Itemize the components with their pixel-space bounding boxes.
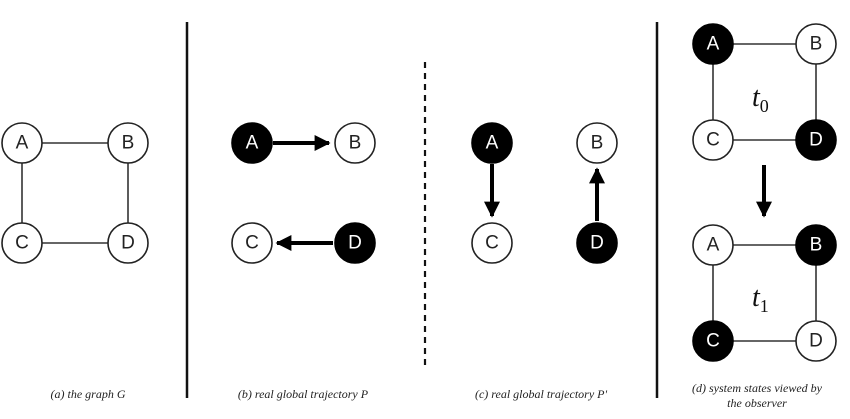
node-d: D	[795, 119, 837, 161]
node-b: B	[795, 224, 837, 266]
svg-text:B: B	[810, 235, 823, 256]
node-c: C	[692, 320, 734, 362]
svg-text:D: D	[348, 233, 362, 254]
node-a: A	[692, 23, 734, 65]
time-label-t1: t1	[752, 282, 769, 316]
node-c: C	[471, 222, 513, 264]
node-d: D	[576, 222, 618, 264]
node-c: C	[231, 222, 273, 264]
svg-text:C: C	[15, 233, 29, 254]
svg-text:D: D	[809, 130, 823, 151]
caption-b: (b) real global trajectory P	[238, 387, 369, 401]
panel-b-trajectory: A B C D (b) real global trajectory P	[231, 122, 376, 401]
svg-text:C: C	[485, 233, 499, 254]
node-a: A	[1, 122, 43, 164]
caption-d-line1: (d) system states viewed by	[692, 381, 823, 395]
svg-text:C: C	[706, 130, 720, 151]
svg-text:C: C	[706, 331, 720, 352]
node-b: B	[334, 122, 376, 164]
svg-text:A: A	[486, 133, 499, 154]
svg-text:A: A	[707, 235, 720, 256]
svg-text:B: B	[122, 133, 135, 154]
svg-text:D: D	[809, 331, 823, 352]
caption-c: (c) real global trajectory P'	[475, 387, 608, 401]
node-d: D	[795, 320, 837, 362]
caption-a: (a) the graph G	[51, 387, 126, 401]
svg-text:B: B	[591, 133, 604, 154]
node-d: D	[334, 222, 376, 264]
svg-text:D: D	[590, 233, 604, 254]
svg-text:D: D	[121, 233, 135, 254]
node-a: A	[471, 122, 513, 164]
node-c: C	[1, 222, 43, 264]
svg-text:A: A	[246, 133, 259, 154]
node-a: A	[231, 122, 273, 164]
svg-text:A: A	[16, 133, 29, 154]
svg-text:B: B	[810, 34, 823, 55]
svg-text:C: C	[245, 233, 259, 254]
time-label-t0: t0	[752, 82, 769, 116]
panel-d-observer: A B C D t0 A B C	[692, 23, 837, 410]
svg-text:B: B	[349, 133, 362, 154]
node-b: B	[107, 122, 149, 164]
svg-text:A: A	[707, 34, 720, 55]
node-c: C	[692, 119, 734, 161]
node-d: D	[107, 222, 149, 264]
node-a: A	[692, 224, 734, 266]
node-b: B	[795, 23, 837, 65]
panel-a-graph: A B C D (a) the graph G	[1, 122, 149, 401]
caption-d-line2: the observer	[727, 396, 787, 410]
node-b: B	[576, 122, 618, 164]
panel-c-trajectory: A B C D (c) real global trajectory P'	[471, 122, 618, 401]
